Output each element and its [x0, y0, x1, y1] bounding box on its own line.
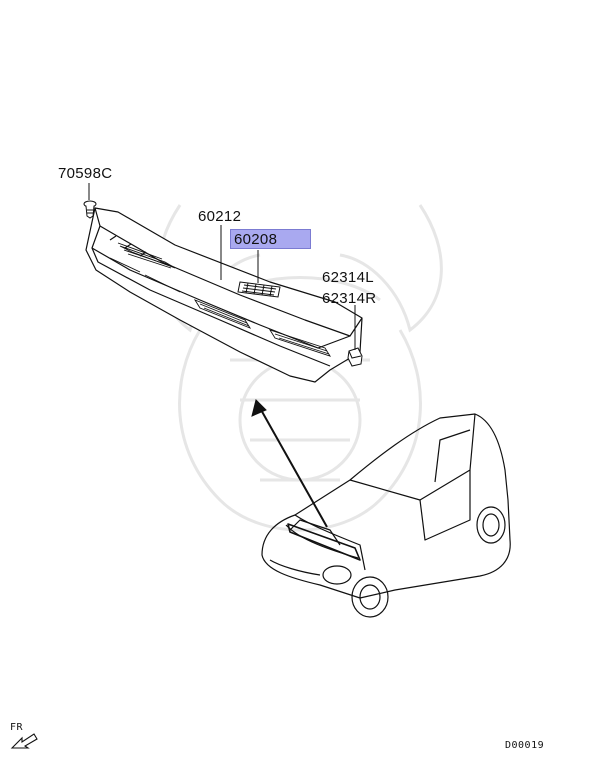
front-direction-label: FR: [10, 722, 24, 733]
cowl-top-panel: [85, 207, 363, 383]
part-label-62314L: 62314L: [322, 269, 374, 286]
part-label-60208[interactable]: 60208: [230, 229, 311, 249]
part-label-70598C: 70598C: [58, 165, 113, 182]
location-arrow: [251, 399, 328, 528]
front-direction-icon: [10, 733, 38, 749]
leader-lines: [88, 183, 356, 350]
diagram-code: D00019: [505, 740, 545, 751]
cowl-screen: [237, 281, 281, 298]
bracket: [347, 347, 363, 367]
part-label-62314R: 62314R: [322, 290, 377, 307]
car-outline: [261, 413, 511, 618]
clip: [83, 200, 97, 219]
panel-vents: [109, 242, 332, 357]
part-label-60212: 60212: [198, 208, 242, 225]
